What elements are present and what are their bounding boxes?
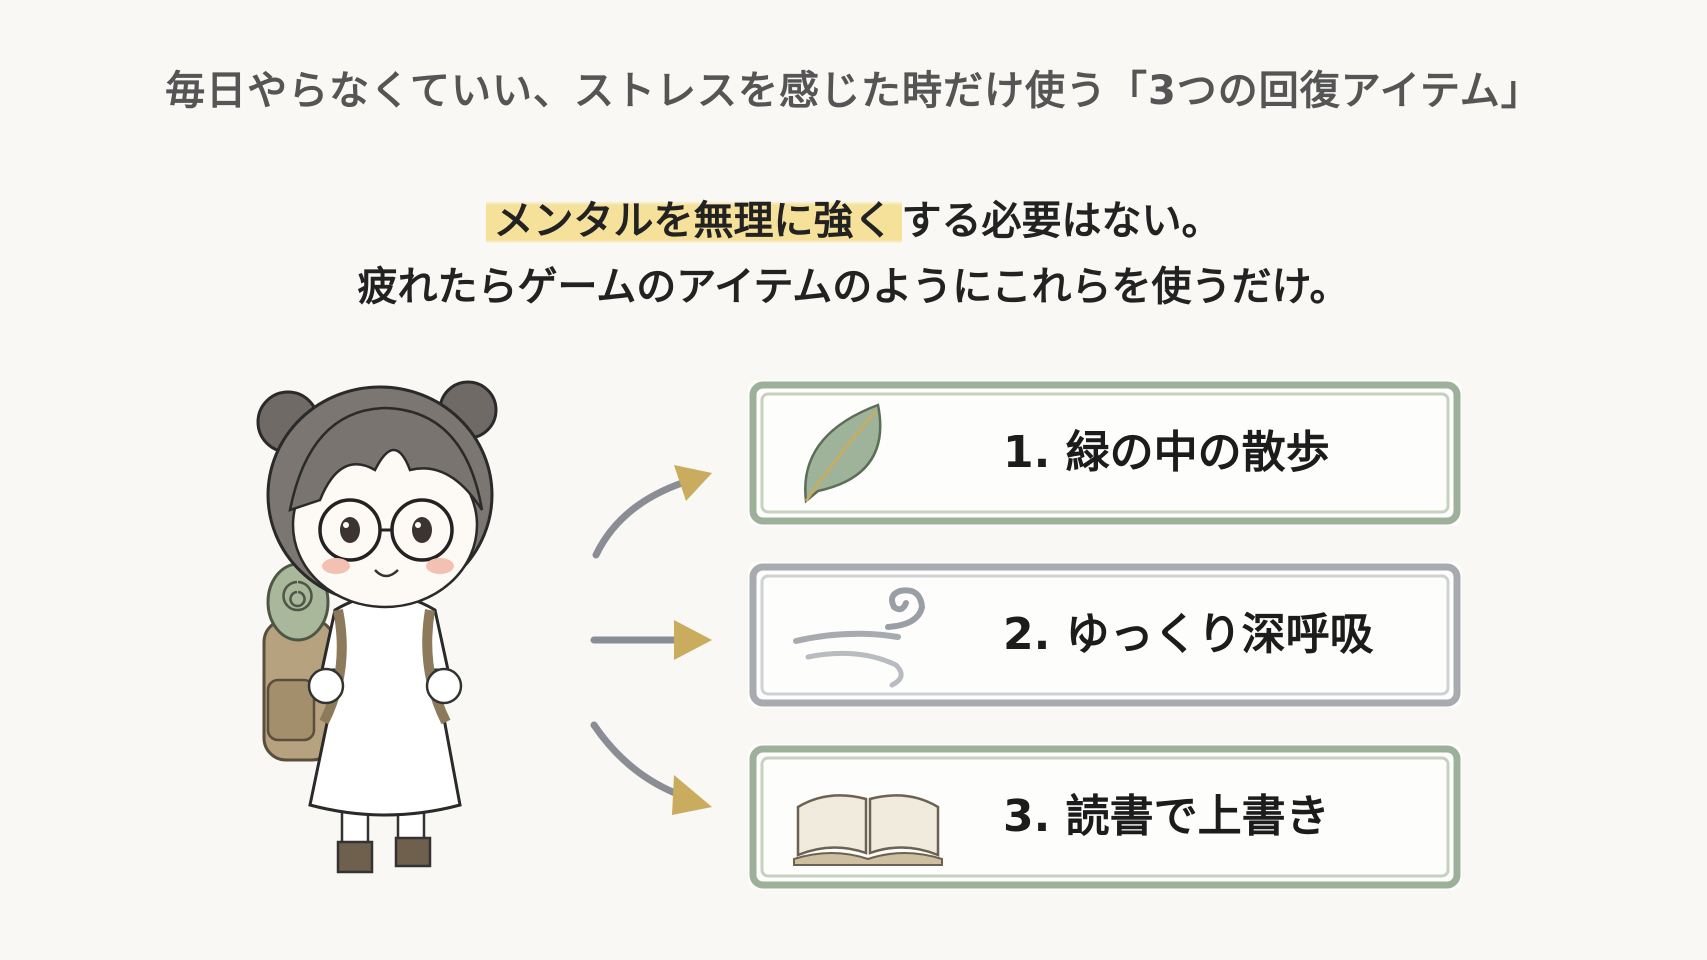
leaf-icon [804, 403, 882, 504]
recovery-item-card-1: 1. 緑の中の散歩 [748, 380, 1462, 526]
card-frame [749, 381, 1461, 525]
open-book-icon [793, 794, 943, 866]
arrow-to-item-1 [592, 465, 712, 559]
wind-icon [793, 587, 926, 688]
recovery-item-card-2: 2. ゆっくり深呼吸 [748, 562, 1462, 708]
arrow-to-item-2 [590, 620, 712, 660]
lead-highlight: メンタルを無理に強く [485, 196, 902, 246]
lead-line-2: 疲れたらゲームのアイテムのようにこれらを使うだけ。 [357, 264, 1350, 310]
recovery-item-label-3: 3. 読書で上書き [1003, 791, 1330, 842]
card-frame [749, 563, 1461, 707]
page-title: 毎日やらなくていい、ストレスを感じた時だけ使う「3つの回復アイテム」 [165, 68, 1542, 114]
girl-with-backpack-illustration [256, 380, 498, 874]
lead-line-1: メンタルを無理に強くする必要はない。 [0, 188, 1707, 246]
recovery-item-label-1: 1. 緑の中の散歩 [1003, 427, 1330, 478]
arrow-to-item-3 [590, 721, 712, 815]
recovery-item-card-3: 3. 読書で上書き [748, 744, 1462, 890]
recovery-item-label-2: 2. ゆっくり深呼吸 [1003, 609, 1374, 660]
lead-line-1-rest: する必要はない。 [901, 198, 1222, 244]
card-frame [749, 745, 1461, 889]
